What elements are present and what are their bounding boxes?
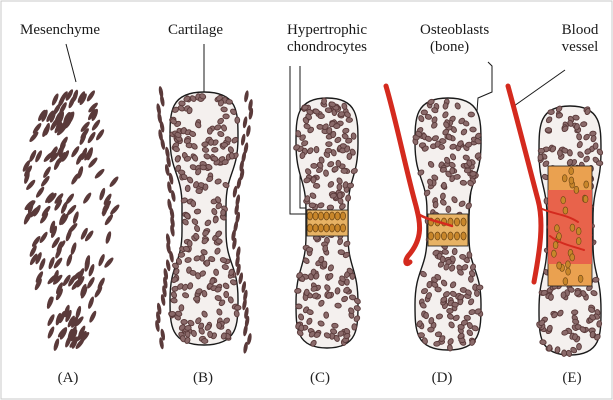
panel-c-bone-model <box>293 98 362 348</box>
mesenchyme-cell <box>88 310 98 324</box>
label-osteoblasts: Osteoblasts (bone) <box>420 22 489 56</box>
mesenchyme-cell <box>64 192 75 205</box>
panel-letter-b: (B) <box>183 370 223 387</box>
label-blood-vessel: Blood vessel <box>550 22 610 56</box>
mesenchyme-cell <box>86 276 96 289</box>
mesenchyme-cell <box>46 326 55 340</box>
label-hypertrophic-chondrocytes: Hypertrophic chondrocytes <box>272 22 382 56</box>
mesenchyme-cell <box>65 253 73 267</box>
mesenchyme-cell <box>87 296 95 310</box>
panel-letter-c: (C) <box>300 370 340 387</box>
label-cartilage: Cartilage <box>168 22 223 39</box>
label-hypertrophic-line2: chondrocytes <box>272 39 382 56</box>
leader-mesenchyme <box>66 44 76 82</box>
mesenchyme-cell <box>72 211 80 225</box>
panel-d-bone-model <box>386 86 484 351</box>
mesenchyme-cell <box>103 256 115 269</box>
hypertrophic-band-d <box>428 214 468 246</box>
label-blood-line2: vessel <box>550 39 610 56</box>
mesenchyme-cell <box>85 89 96 102</box>
panel-b-cartilage <box>154 86 254 354</box>
panel-letter-a: (A) <box>48 370 88 387</box>
mesenchyme-cell <box>82 191 93 204</box>
label-osteoblasts-line1: Osteoblasts <box>420 22 489 39</box>
mesenchyme-cell <box>46 313 56 327</box>
ossification-zone-e <box>548 166 592 286</box>
label-mesenchyme: Mesenchyme <box>20 22 100 39</box>
mesenchyme-cell <box>98 187 106 201</box>
mesenchyme-cell <box>67 222 79 235</box>
hypertrophic-band-c <box>307 210 348 236</box>
blood-vessel-d <box>386 86 420 264</box>
panel-e-bone-model <box>508 86 604 357</box>
mesenchyme-cell <box>86 131 97 144</box>
mesenchyme-cell <box>35 186 46 199</box>
label-osteoblasts-line2: (bone) <box>420 39 489 56</box>
mesenchyme-cell <box>93 168 105 180</box>
panel-letter-e: (E) <box>552 370 592 387</box>
leader-blood-vessel <box>514 70 565 106</box>
mesenchyme-cell <box>108 175 120 188</box>
mesenchyme-cell <box>84 255 92 269</box>
mesenchyme-cell <box>109 203 121 216</box>
blood-vessel-e <box>508 86 541 282</box>
panel-a-mesenchyme-cells <box>21 88 120 351</box>
label-hypertrophic-line1: Hypertrophic <box>272 22 382 39</box>
label-blood-line1: Blood <box>550 22 610 39</box>
mesenchyme-cell <box>95 128 106 141</box>
mesenchyme-cell <box>70 242 78 256</box>
mesenchyme-cell <box>52 338 60 352</box>
mesenchyme-cell <box>97 253 106 267</box>
mesenchyme-cell <box>23 171 31 185</box>
panel-letter-d: (D) <box>422 370 462 387</box>
mesenchyme-cell <box>104 231 112 245</box>
